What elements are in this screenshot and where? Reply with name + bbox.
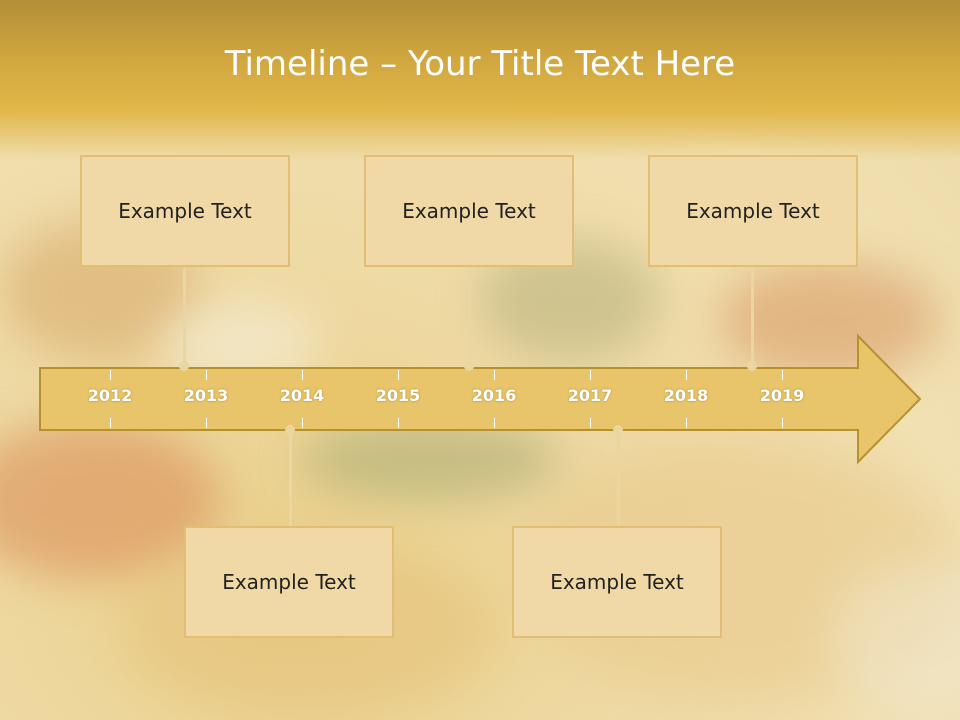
year-tick <box>398 370 399 380</box>
connector-line <box>183 268 186 366</box>
year-tick <box>206 418 207 428</box>
card-text: Example Text <box>550 570 684 594</box>
year-label-2012: 2012 <box>87 386 133 405</box>
year-label-2013: 2013 <box>183 386 229 405</box>
year-tick <box>782 418 783 428</box>
connector-line <box>289 432 292 528</box>
card-text: Example Text <box>686 199 820 223</box>
slide-title[interactable]: Timeline – Your Title Text Here <box>224 44 736 84</box>
year-tick <box>494 370 495 380</box>
year-tick <box>782 370 783 380</box>
year-tick <box>686 370 687 380</box>
year-tick <box>398 418 399 428</box>
background-blur <box>0 420 220 580</box>
year-tick <box>110 370 111 380</box>
card-text: Example Text <box>222 570 356 594</box>
background-blur <box>720 260 940 380</box>
header-band <box>0 0 960 160</box>
year-label-2017: 2017 <box>567 386 613 405</box>
connector-line <box>751 268 754 366</box>
year-label-2015: 2015 <box>375 386 421 405</box>
year-tick <box>110 418 111 428</box>
year-tick <box>302 418 303 428</box>
card-text: Example Text <box>118 199 252 223</box>
card-text: Example Text <box>402 199 536 223</box>
year-tick <box>494 418 495 428</box>
timeline-card-top-1[interactable]: Example Text <box>80 155 290 267</box>
connector-dot <box>285 425 295 435</box>
background-blur <box>300 420 560 500</box>
year-label-2018: 2018 <box>663 386 709 405</box>
connector-dot <box>613 425 623 435</box>
year-tick <box>590 418 591 428</box>
year-tick <box>590 370 591 380</box>
connector-dot <box>464 361 474 371</box>
timeline-card-top-2[interactable]: Example Text <box>364 155 574 267</box>
connector-dot <box>747 361 757 371</box>
year-tick <box>206 370 207 380</box>
timeline-card-top-3[interactable]: Example Text <box>648 155 858 267</box>
connector-line <box>617 432 620 528</box>
connector-line <box>468 268 471 366</box>
timeline-card-bottom-2[interactable]: Example Text <box>512 526 722 638</box>
year-tick <box>302 370 303 380</box>
connector-dot <box>179 361 189 371</box>
year-label-2019: 2019 <box>759 386 805 405</box>
year-tick <box>686 418 687 428</box>
timeline-card-bottom-1[interactable]: Example Text <box>184 526 394 638</box>
year-label-2016: 2016 <box>471 386 517 405</box>
year-label-2014: 2014 <box>279 386 325 405</box>
